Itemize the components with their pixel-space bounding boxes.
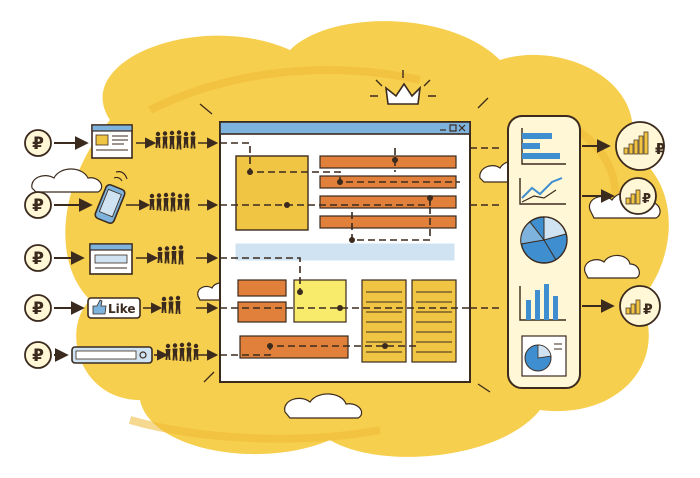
content-block-pale xyxy=(293,279,347,323)
coin-symbol: ₽ xyxy=(32,249,44,269)
like-label: Like xyxy=(108,302,136,316)
output-arrows xyxy=(582,139,615,313)
sparkle-marks xyxy=(199,97,491,393)
person-icon xyxy=(155,131,161,148)
content-bar-orange xyxy=(237,279,287,297)
content-bar-orange xyxy=(319,215,457,229)
coin-icon: ₽ xyxy=(24,129,52,157)
person-icon xyxy=(161,296,167,313)
coin-symbol: ₽ xyxy=(32,346,44,366)
horizontal-bar-chart-icon xyxy=(521,128,566,165)
charts-panel xyxy=(507,115,581,389)
person-icon xyxy=(164,246,170,264)
line-chart-icon xyxy=(519,177,566,205)
revenue-growth-icon: ₽ xyxy=(615,121,665,171)
person-icon xyxy=(169,130,175,149)
pie-chart-icon xyxy=(520,216,568,264)
person-icon xyxy=(172,343,178,361)
search-bar-icon xyxy=(71,346,153,364)
content-bar-orange xyxy=(237,301,287,323)
person-icon xyxy=(168,296,174,314)
person-icon xyxy=(186,342,192,362)
person-icon xyxy=(175,295,181,314)
content-bar-orange xyxy=(319,155,457,169)
person-icon xyxy=(179,342,185,361)
vertical-bar-chart-icon xyxy=(519,284,566,321)
browser-window-icon xyxy=(91,124,133,159)
coin-icon: ₽ xyxy=(24,244,52,272)
coin-symbol: ₽ xyxy=(642,192,651,207)
coin-icon: ₽ xyxy=(24,341,52,369)
like-button-icon: Like xyxy=(87,297,141,319)
crown-icon xyxy=(370,70,436,105)
coin-symbol: ₽ xyxy=(32,196,44,216)
white-cloud-5 xyxy=(584,254,640,279)
person-icon xyxy=(193,343,199,360)
content-bar-orange xyxy=(239,335,349,359)
coin-icon: ₽ xyxy=(24,191,52,219)
web-banner-icon xyxy=(89,243,133,275)
crowd-connectors xyxy=(196,137,219,361)
content-block-yellow xyxy=(235,155,309,231)
white-cloud-2 xyxy=(284,393,363,419)
text-column-2 xyxy=(411,279,457,363)
crowds xyxy=(149,130,199,362)
coin-symbol: ₽ xyxy=(655,140,665,158)
thumbs-up-icon xyxy=(92,299,107,315)
person-icon xyxy=(170,192,176,212)
white-cloud-1 xyxy=(31,168,103,193)
coin-symbol: ₽ xyxy=(32,134,44,154)
person-icon xyxy=(184,193,190,211)
person-icon xyxy=(171,245,177,264)
person-icon xyxy=(190,131,196,149)
coin-symbol: ₽ xyxy=(643,302,653,318)
coin-symbol: ₽ xyxy=(32,299,44,319)
person-icon xyxy=(162,131,168,149)
person-icon xyxy=(183,131,189,148)
pie-report-icon xyxy=(521,335,567,377)
person-icon xyxy=(176,130,182,150)
analytics-dashboard-window xyxy=(219,121,500,383)
text-column-1 xyxy=(361,279,407,363)
flow-nodes xyxy=(247,157,433,349)
smartphone-icon xyxy=(94,171,128,225)
source-connectors xyxy=(126,137,169,361)
coin-icon: ₽ xyxy=(24,294,52,322)
person-icon xyxy=(177,193,183,210)
window-controls xyxy=(440,124,466,132)
person-icon xyxy=(149,193,155,210)
person-icon xyxy=(178,245,184,265)
person-icon xyxy=(163,192,169,211)
content-bar-blue xyxy=(235,243,455,261)
person-icon xyxy=(157,246,163,263)
revenue-small-icon: ₽ xyxy=(619,177,657,215)
content-bar-orange xyxy=(319,195,457,209)
revenue-final-icon: ₽ xyxy=(619,285,661,327)
person-icon xyxy=(156,193,162,211)
